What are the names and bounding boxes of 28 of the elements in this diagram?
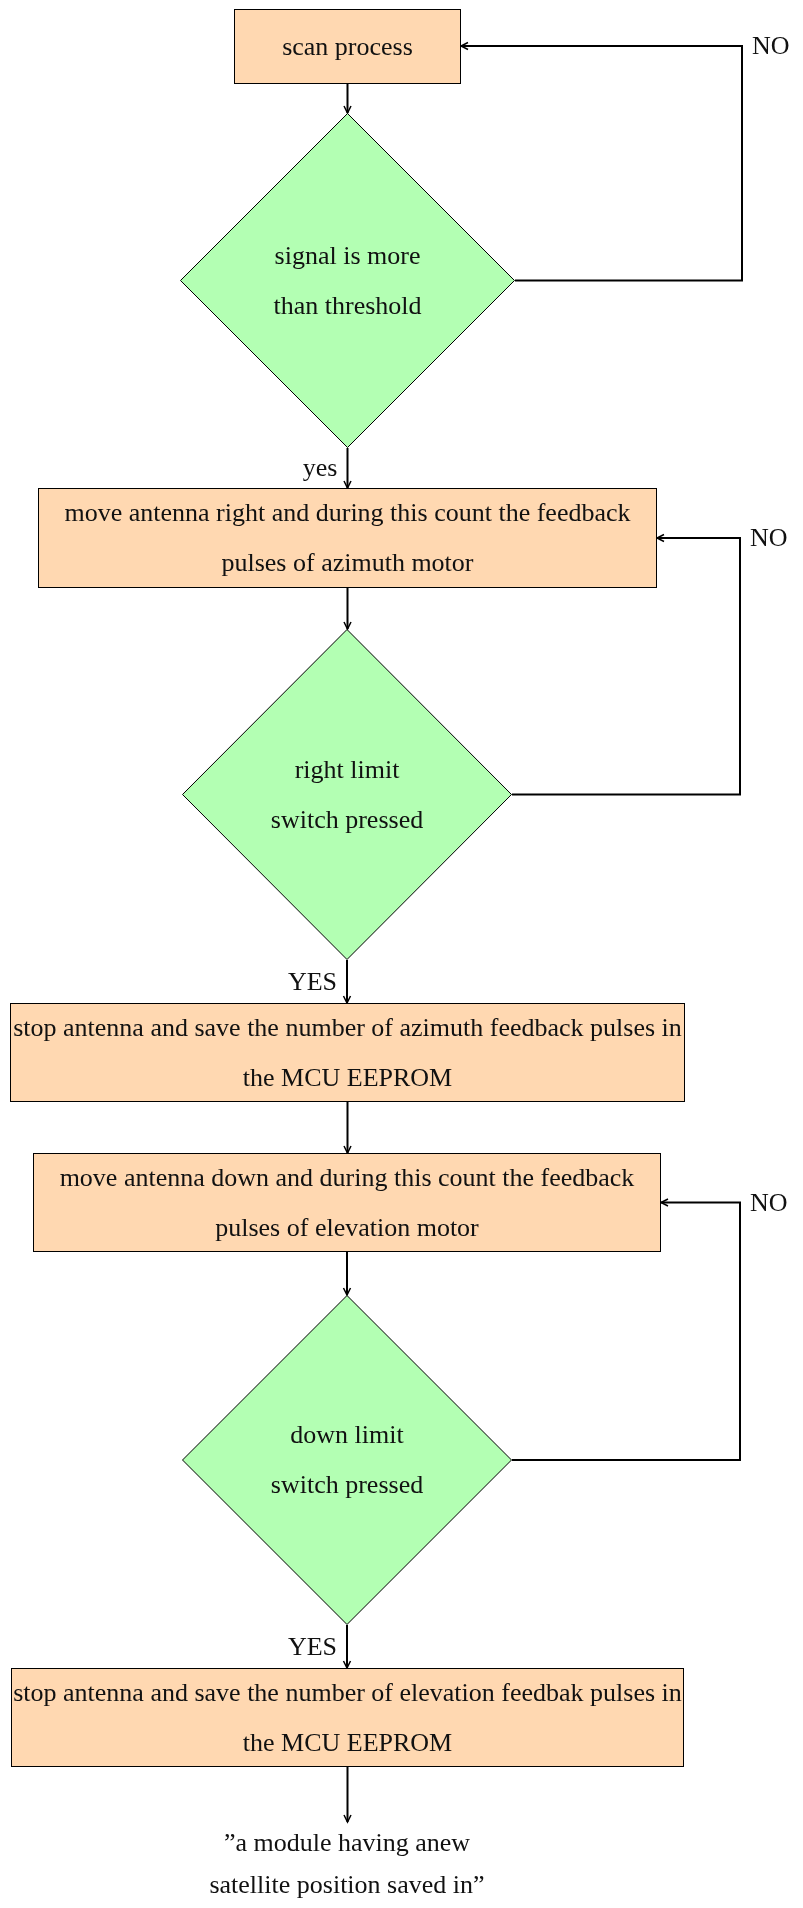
node-text: move antenna down and during this count the feedback pulses of elevation motor (58, 1161, 636, 1244)
process-box (11, 1668, 684, 1767)
node-text: scan process (282, 30, 413, 63)
node-text: stop antenna and save the number of azimuth feedback pulses in the MCU EEPROM (12, 1011, 683, 1094)
node-text: move antenna right and during this count the feedback pulses of azimuth motor (63, 497, 632, 579)
node-text: ”a module having anew satellite position saved in” (208, 1827, 486, 1901)
arrow (343, 1766, 352, 1823)
process-box (10, 1003, 685, 1102)
arrow (511, 1198, 741, 1461)
arrow (343, 1101, 352, 1154)
node-text: signal is more than threshold (272, 239, 423, 322)
arrow (342, 1624, 352, 1669)
node-text: right limit switch pressed (269, 753, 425, 836)
arrow (342, 1251, 352, 1296)
decision-diamond (182, 1295, 512, 1625)
node-text: down limit switch pressed (269, 1419, 425, 1501)
arrow (342, 959, 352, 1004)
decision-diamond (180, 113, 515, 448)
arrow (460, 41, 743, 282)
node-text: stop antenna and save the number of elevation feedbak pulses in the MCU EEPROM (12, 1676, 683, 1759)
arrow (343, 83, 352, 114)
arrow (511, 533, 741, 796)
process-box (38, 488, 657, 588)
process-box (234, 9, 461, 84)
process-box (33, 1153, 661, 1252)
arrow (343, 587, 352, 630)
decision-diamond (182, 629, 512, 960)
arrow (343, 447, 352, 489)
